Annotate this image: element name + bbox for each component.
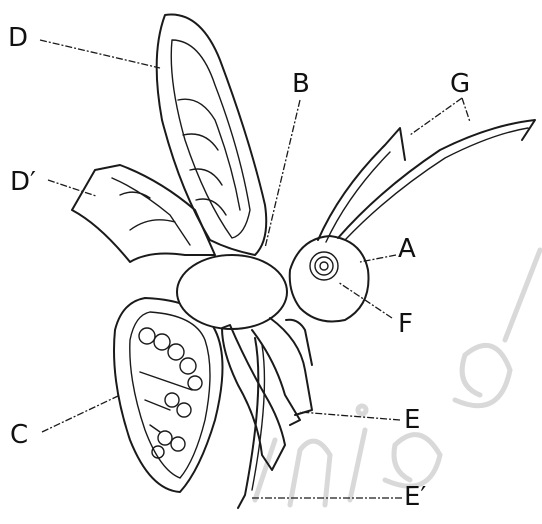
leader-e — [300, 412, 400, 420]
leader-c — [42, 396, 118, 432]
label-f: F — [398, 309, 413, 339]
lower-wing — [114, 298, 223, 492]
small-wing — [72, 165, 215, 262]
antennae — [318, 120, 535, 242]
label-g: G — [450, 69, 470, 99]
leader-d — [40, 40, 160, 68]
leader-g2 — [462, 98, 470, 122]
label-d-prime: D′ — [10, 167, 36, 197]
label-d: D — [8, 23, 28, 53]
label-e: E — [404, 405, 420, 435]
label-b: B — [292, 69, 310, 99]
head — [290, 236, 369, 322]
legs — [222, 318, 312, 508]
leader-g1 — [410, 98, 462, 135]
leader-b — [265, 100, 300, 248]
label-c: C — [10, 420, 28, 450]
label-a: A — [398, 234, 416, 264]
label-e-prime: E′ — [404, 482, 426, 512]
